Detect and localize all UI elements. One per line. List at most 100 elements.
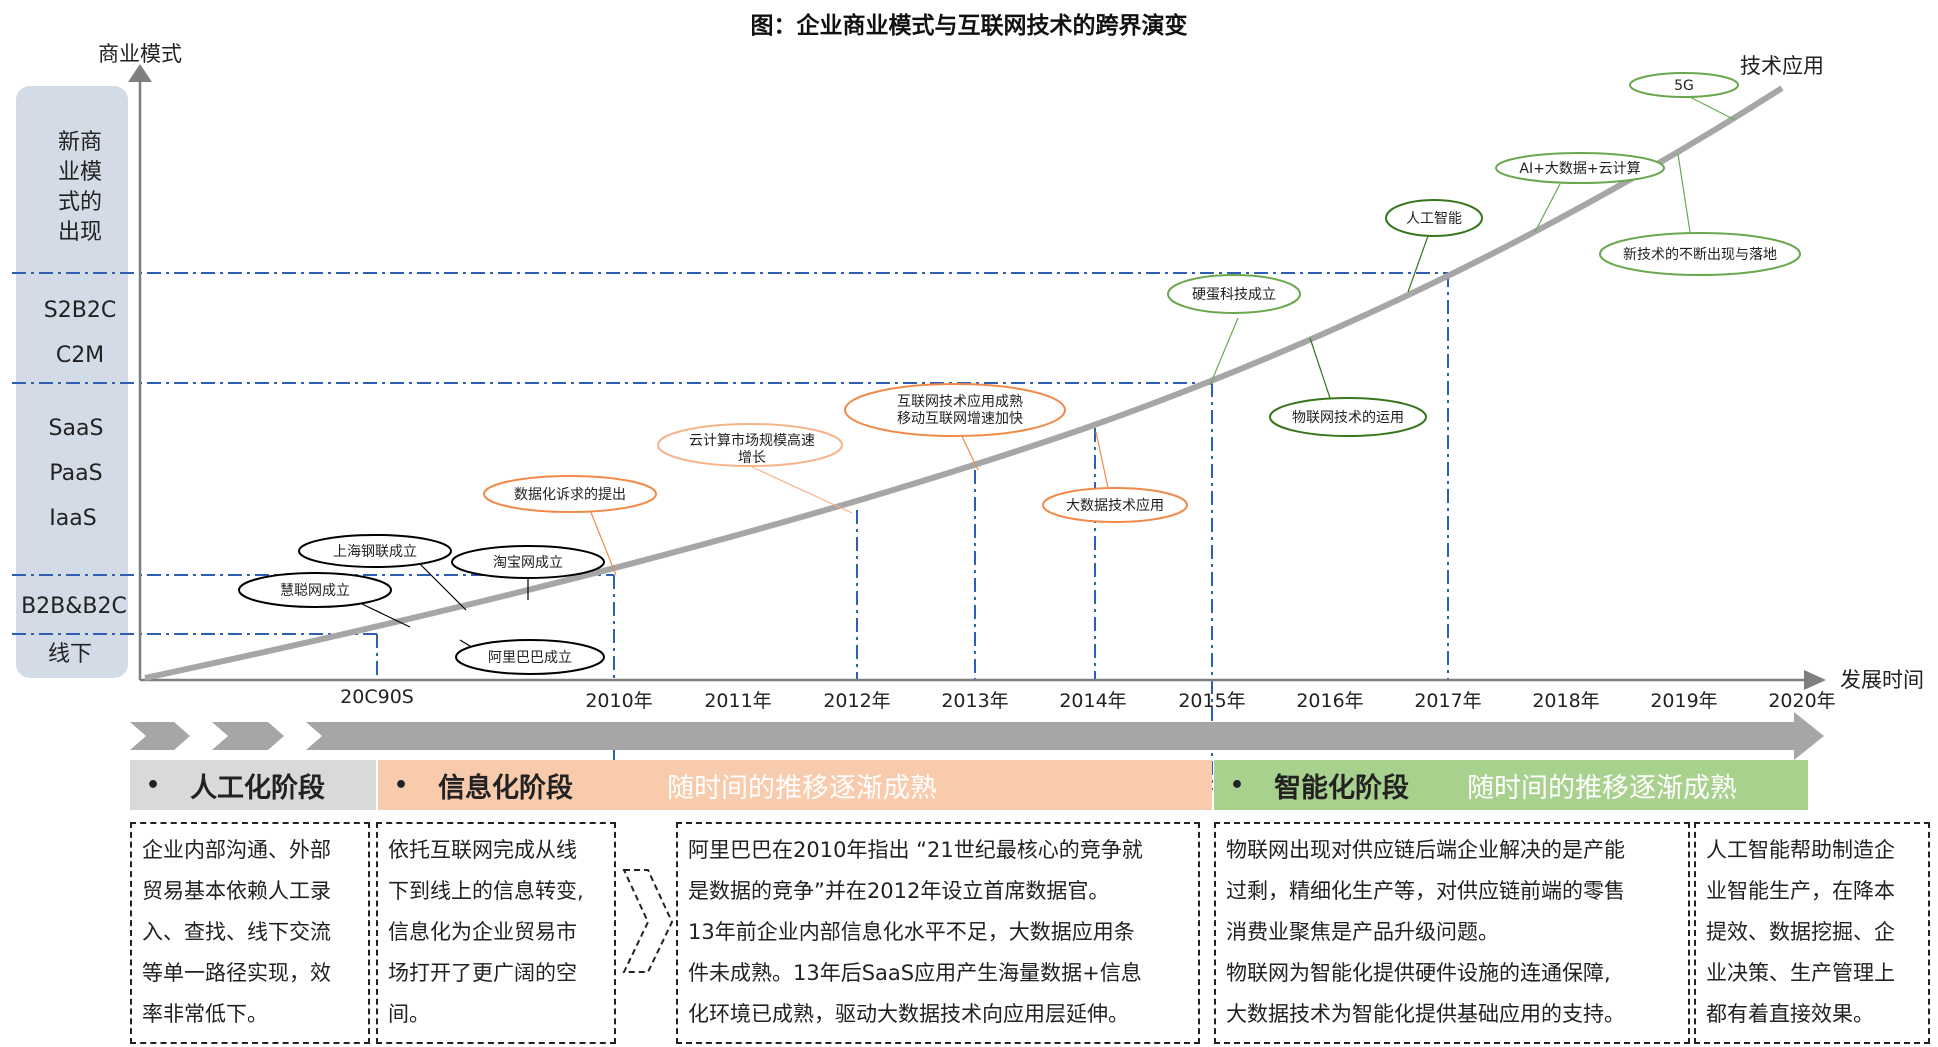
desc-iot: 物联网出现对供应链后端企业解决的是产能 过剩，精细化生产等，对供应链前端的零售 … bbox=[1214, 822, 1690, 1044]
event-yingdan-label: 硬蛋科技成立 bbox=[1192, 287, 1276, 303]
stage-information-name: 信息化阶段 bbox=[438, 772, 574, 804]
business-model-new-line: 式的 bbox=[57, 190, 102, 215]
desc-iot-line: 物联网为智能化提供硬件设施的连通保障, bbox=[1226, 961, 1611, 985]
x-axis-label: 发展时间 bbox=[1840, 668, 1924, 692]
chevron-separator-icon bbox=[622, 869, 674, 973]
event-huicong bbox=[238, 572, 392, 608]
event-internet-mature-label-line1: 互联网技术应用成熟 bbox=[897, 393, 1023, 410]
event-internet-mature bbox=[844, 383, 1066, 437]
business-model-offline: 线下 bbox=[47, 642, 92, 667]
stage-manual-bullet: • bbox=[146, 772, 161, 798]
connector-shanghai-gl bbox=[419, 563, 467, 611]
event-ai bbox=[1385, 199, 1483, 237]
tech-application-curve bbox=[144, 85, 1784, 681]
curve-label: 技术应用 bbox=[1740, 54, 1824, 78]
timeline-arrow bbox=[306, 712, 1824, 760]
event-alibaba-label: 阿里巴巴成立 bbox=[488, 650, 572, 666]
desc-iot-line: 过剩，精细化生产等，对供应链前端的零售 bbox=[1226, 879, 1625, 903]
x-tick-2013: 2013年 bbox=[941, 690, 1009, 712]
desc-information-line: 信息化为企业贸易市 bbox=[388, 920, 577, 944]
connector-5g bbox=[1683, 93, 1736, 121]
stage-information: • 信息化阶段 随时间的推移逐渐成熟 bbox=[378, 760, 1212, 810]
connector-bigdata bbox=[1095, 431, 1109, 489]
event-cloud-label-line1: 云计算市场规模高速 bbox=[689, 432, 815, 449]
desc-big-data-line: 件未成熟。13年后SaaS应用产生海量数据+信息 bbox=[688, 961, 1142, 985]
x-tick-2016: 2016年 bbox=[1296, 690, 1364, 712]
event-5g bbox=[1629, 72, 1739, 98]
business-model-new-label: 新商业模式的出现 bbox=[20, 128, 140, 248]
business-model-s2b2c: S2B2C bbox=[43, 298, 117, 323]
x-tick-2014: 2014年 bbox=[1059, 690, 1127, 712]
event-ai-bigdata-cloud bbox=[1495, 152, 1665, 184]
y-axis-arrow bbox=[128, 64, 152, 82]
stage-information-subtitle: 随时间的推移逐渐成熟 bbox=[667, 772, 938, 804]
business-model-b2b-b2c: B2B&B2C bbox=[21, 594, 127, 619]
event-bigdata bbox=[1042, 487, 1188, 523]
event-internet-mature-label-line2: 移动互联网增速加快 bbox=[897, 411, 1023, 427]
desc-big-data: 阿里巴巴在2010年指出 “21世纪最核心的竞争就 是数据的竞争”并在2012年… bbox=[676, 822, 1200, 1044]
stage-intelligent-bullet: • bbox=[1230, 772, 1245, 798]
connector-cloud bbox=[749, 465, 853, 514]
event-shanghai-ganglian-label: 上海钢联成立 bbox=[333, 544, 417, 560]
business-model-new: 新商业模式的出现 bbox=[20, 128, 140, 248]
desc-iot-line: 物联网出现对供应链后端企业解决的是产能 bbox=[1226, 838, 1625, 862]
stage-intelligent: • 智能化阶段 随时间的推移逐渐成熟 bbox=[1214, 760, 1808, 810]
event-shanghai-ganglian bbox=[298, 534, 452, 568]
event-new-tech bbox=[1599, 232, 1801, 276]
event-ai-bigdata-cloud-label: AI+大数据+云计算 bbox=[1519, 161, 1640, 177]
event-huicong-label: 慧聪网成立 bbox=[280, 583, 350, 599]
connector-iot bbox=[1309, 337, 1331, 399]
chevron-arrow-2 bbox=[212, 722, 284, 750]
connector-new-tech bbox=[1677, 153, 1691, 233]
desc-manual-line: 企业内部沟通、外部 bbox=[142, 838, 331, 862]
event-iot-label: 物联网技术的运用 bbox=[1292, 410, 1404, 426]
business-model-c2m: C2M bbox=[55, 343, 105, 368]
x-tick-2020: 2020年 bbox=[1768, 690, 1836, 712]
diagram-title: 图：企业商业模式与互联网技术的跨界演变 bbox=[750, 13, 1188, 39]
business-model-new-line: 新商 bbox=[57, 130, 102, 155]
desc-manual-line: 率非常低下。 bbox=[142, 1002, 268, 1026]
event-alibaba bbox=[455, 639, 605, 675]
desc-manual-line: 入、查找、线下交流 bbox=[142, 920, 331, 944]
business-model-new-line: 出现 bbox=[57, 220, 102, 245]
desc-information-line: 间。 bbox=[388, 1002, 430, 1026]
event-taobao-label: 淘宝网成立 bbox=[493, 555, 563, 571]
desc-iot-line: 大数据技术为智能化提供基础应用的支持。 bbox=[1226, 1002, 1625, 1026]
stage-information-bullet: • bbox=[394, 772, 409, 798]
x-axis-arrow bbox=[1804, 670, 1826, 690]
desc-ai-line: 都有着直接效果。 bbox=[1706, 1002, 1874, 1026]
chevron-arrow-1 bbox=[130, 722, 190, 750]
event-taobao bbox=[451, 545, 605, 579]
connector-alibaba bbox=[459, 639, 471, 647]
connector-ai bbox=[1407, 235, 1429, 293]
desc-big-data-line: 化环境已成熟，驱动大数据技术向应用层延伸。 bbox=[688, 1002, 1129, 1026]
x-tick-2010: 2010年 bbox=[585, 690, 653, 712]
event-cloud-label-line2: 增长 bbox=[738, 450, 766, 466]
desc-information-line: 场打开了更广阔的空 bbox=[388, 961, 577, 985]
business-model-iaas: IaaS bbox=[49, 506, 97, 531]
x-tick-2018: 2018年 bbox=[1532, 690, 1600, 712]
desc-information-line: 依托互联网完成从线 bbox=[388, 838, 577, 862]
business-model-paas: PaaS bbox=[49, 461, 103, 486]
business-model-saas: SaaS bbox=[48, 416, 104, 441]
connector-digitization bbox=[589, 509, 617, 576]
x-tick-2019: 2019年 bbox=[1650, 690, 1718, 712]
connector-huicong bbox=[361, 603, 411, 628]
desc-manual: 企业内部沟通、外部 贸易基本依赖人工录 入、查找、线下交流 等单一路径实现，效 … bbox=[130, 822, 370, 1044]
x-tick-20c90s: 20C90S bbox=[340, 686, 414, 708]
event-5g-label: 5G bbox=[1674, 78, 1694, 94]
event-iot bbox=[1269, 397, 1427, 437]
desc-big-data-line: 13年前企业内部信息化水平不足，大数据应用条 bbox=[688, 920, 1135, 944]
connector-yingdan bbox=[1209, 317, 1239, 386]
y-axis-label: 商业模式 bbox=[98, 42, 182, 66]
desc-big-data-line: 阿里巴巴在2010年指出 “21世纪最核心的竞争就 bbox=[688, 838, 1143, 862]
connector-ai-bigdata bbox=[1534, 183, 1561, 233]
event-ai-label: 人工智能 bbox=[1406, 211, 1462, 227]
event-digitization bbox=[483, 475, 657, 513]
stage-manual: • 人工化阶段 bbox=[130, 760, 376, 810]
desc-big-data-line: 是数据的竞争”并在2012年设立首席数据官。 bbox=[688, 879, 1110, 903]
desc-ai: 人工智能帮助制造企 业智能生产，在降本 提效、数据挖掘、企 业决策、生产管理上 … bbox=[1694, 822, 1930, 1044]
desc-iot-line: 消费业聚焦是产品升级问题。 bbox=[1226, 920, 1499, 944]
